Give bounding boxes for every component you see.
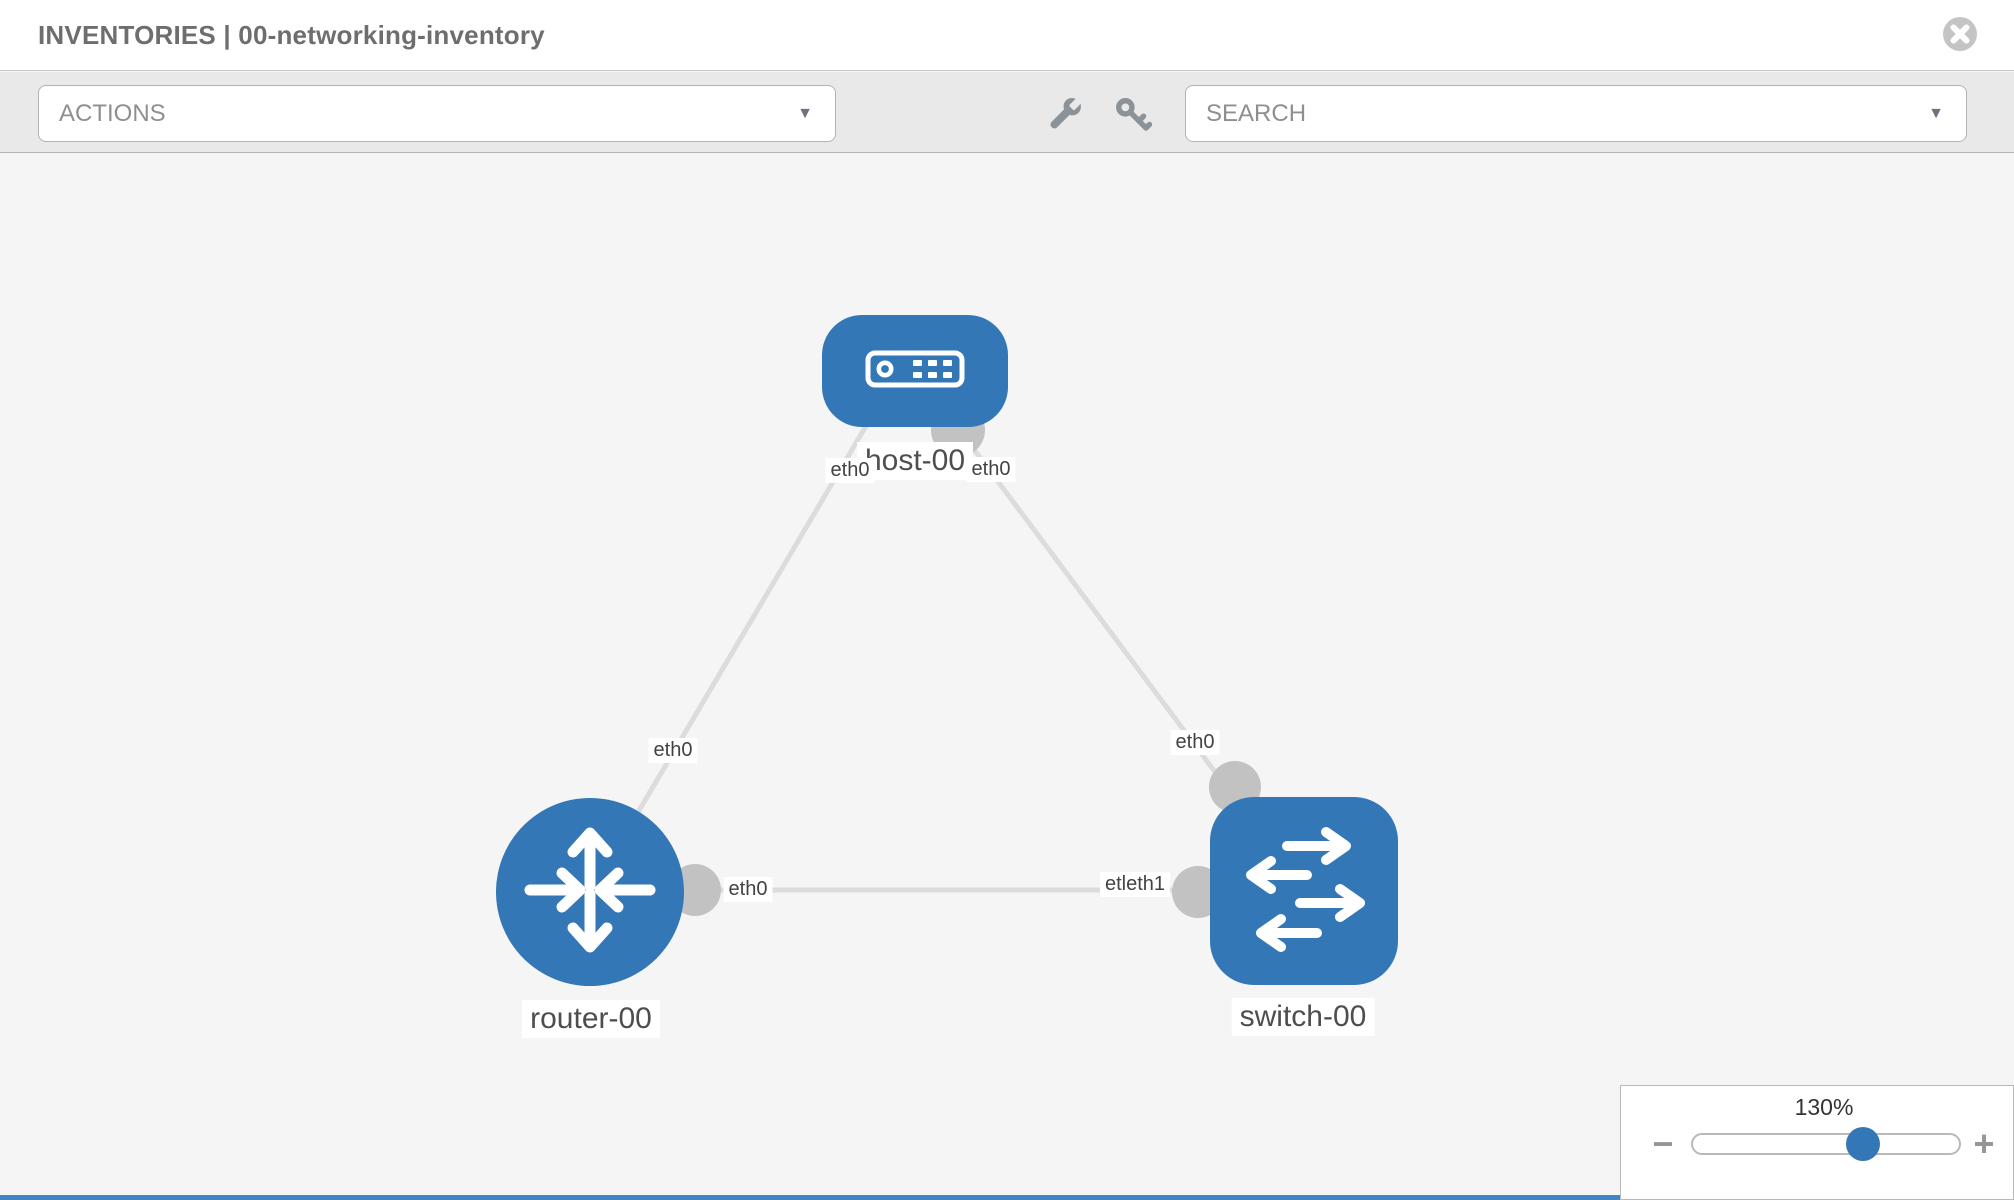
node-switch-00[interactable] bbox=[1210, 797, 1398, 985]
interface-label: eth0 bbox=[648, 738, 698, 763]
node-router-00[interactable] bbox=[496, 798, 684, 986]
chevron-down-icon: ▼ bbox=[1928, 104, 1944, 122]
host-icon bbox=[865, 350, 965, 393]
close-icon bbox=[1941, 17, 1979, 56]
node-label-host: host-00 bbox=[856, 442, 974, 480]
wrench-icon bbox=[1045, 98, 1085, 138]
node-host-00[interactable] bbox=[822, 315, 1008, 427]
zoom-slider-knob[interactable] bbox=[1846, 1127, 1881, 1161]
actions-dropdown-label: ACTIONS bbox=[59, 99, 166, 127]
search-dropdown-label: SEARCH bbox=[1206, 99, 1307, 127]
zoom-in-button[interactable]: + bbox=[1964, 1124, 2004, 1164]
zoom-out-button[interactable]: − bbox=[1643, 1124, 1683, 1164]
interface-label: etleth1 bbox=[1099, 872, 1171, 897]
topology-canvas[interactable]: host-00 router-00 switch-00 eth0 eth0 et… bbox=[0, 153, 2014, 1200]
switch-icon bbox=[1210, 795, 1398, 988]
zoom-slider[interactable] bbox=[1691, 1127, 1961, 1161]
minus-icon: − bbox=[1652, 1123, 1674, 1164]
zoom-value: 130% bbox=[1794, 1094, 1854, 1120]
header: INVENTORIES | 00-networking-inventory bbox=[0, 0, 2014, 71]
node-label-router: router-00 bbox=[522, 1000, 660, 1038]
page-title: INVENTORIES | 00-networking-inventory bbox=[38, 20, 545, 50]
actions-dropdown[interactable]: ACTIONS ▼ bbox=[38, 85, 836, 142]
zoom-panel: 130% − + bbox=[1620, 1085, 2014, 1200]
close-button[interactable] bbox=[1941, 15, 1979, 53]
node-label-switch: switch-00 bbox=[1231, 998, 1375, 1036]
credentials-button[interactable] bbox=[1113, 95, 1153, 135]
key-icon bbox=[1113, 98, 1153, 138]
interface-label: eth0 bbox=[723, 877, 773, 902]
interface-label: eth0 bbox=[1170, 730, 1220, 755]
search-dropdown[interactable]: SEARCH ▼ bbox=[1185, 85, 1967, 142]
interface-label: eth0 bbox=[966, 457, 1016, 482]
plus-icon: + bbox=[1973, 1123, 1995, 1164]
configure-button[interactable] bbox=[1045, 95, 1085, 135]
chevron-down-icon: ▼ bbox=[797, 104, 813, 122]
bottom-accent-strip bbox=[0, 1195, 2014, 1200]
topology-links bbox=[588, 403, 1307, 918]
toolbar: ACTIONS ▼ SEARCH ▼ bbox=[0, 72, 2014, 153]
router-icon bbox=[496, 796, 684, 989]
interface-label: eth0 bbox=[825, 458, 875, 483]
